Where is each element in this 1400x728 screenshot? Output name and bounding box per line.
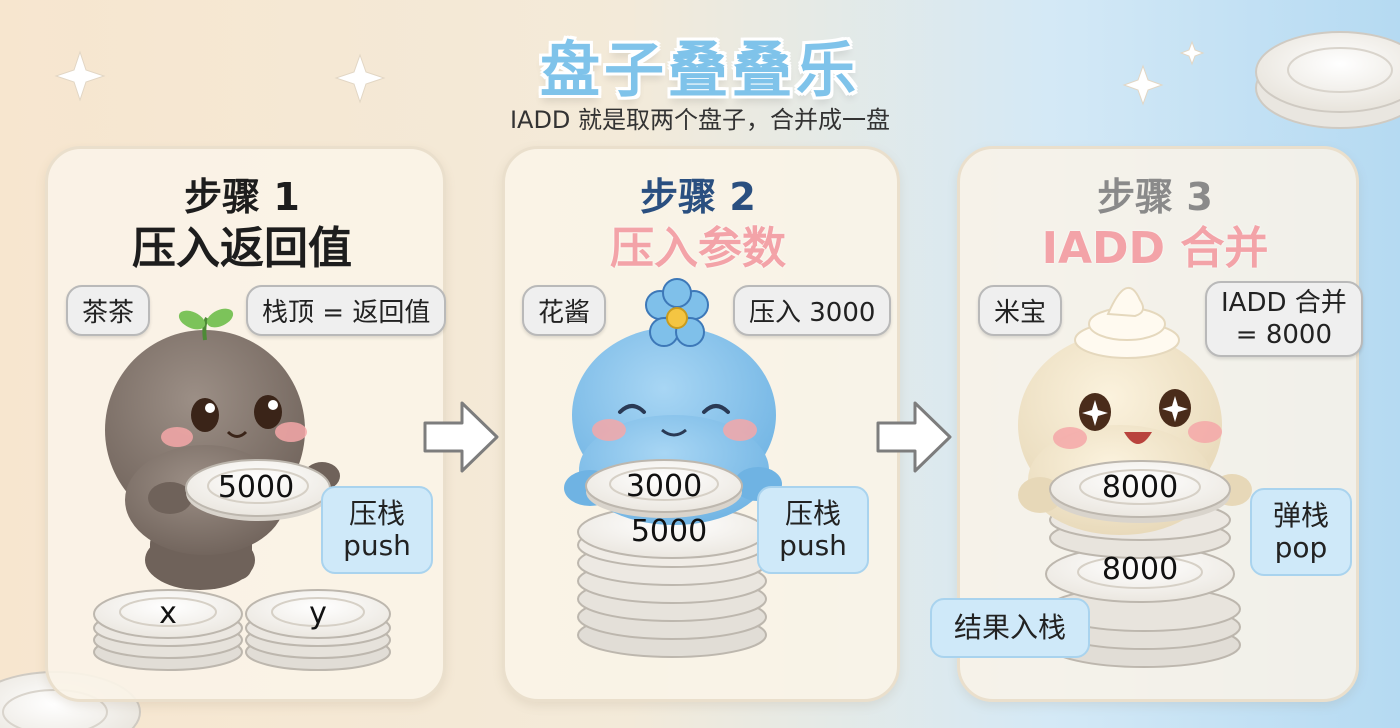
plate-value-5000-step-2: 5000 bbox=[630, 514, 708, 549]
page-title: 盘子叠叠乐 bbox=[540, 36, 860, 106]
speech-bubble-step-3: IADD 合并 = 8000 bbox=[1205, 281, 1363, 357]
plate-stack-y bbox=[245, 589, 391, 671]
plate-label-y: y bbox=[309, 596, 327, 631]
action-pop-label-en: pop bbox=[1274, 531, 1328, 564]
step-1-label: 步骤 1 bbox=[184, 175, 300, 219]
speech-bubble-step-3-line1: IADD 合并 bbox=[1221, 288, 1347, 318]
sparkle-icon bbox=[54, 40, 1205, 106]
plate-value-8000-second: 8000 bbox=[1101, 552, 1179, 587]
plate-label-x: x bbox=[159, 596, 177, 631]
action-push-label-en: push bbox=[343, 529, 411, 562]
action-push-label-cn: 压栈 bbox=[348, 497, 405, 530]
plate-icon bbox=[185, 459, 331, 521]
plate-value-5000-step-1: 5000 bbox=[217, 470, 295, 505]
sprout-icon bbox=[178, 308, 234, 341]
plate-value-3000: 3000 bbox=[625, 469, 703, 504]
character-name-mibao: 米宝 bbox=[978, 285, 1063, 336]
character-name-huajiang: 花酱 bbox=[522, 285, 607, 336]
action-box-push-step-1: 压栈 push bbox=[321, 486, 433, 574]
action-push-label-en: push bbox=[779, 529, 847, 562]
plate-icon bbox=[585, 459, 743, 518]
step-3-label: 步骤 3 bbox=[1097, 175, 1213, 219]
cream-icon bbox=[1074, 286, 1180, 359]
plate-value-8000-top: 8000 bbox=[1101, 470, 1179, 505]
character-name-chacha: 茶茶 bbox=[66, 285, 151, 336]
action-box-pop-step-3: 弹栈 pop bbox=[1250, 488, 1352, 576]
page-subtitle: IADD 就是取两个盘子，合并成一盘 bbox=[509, 106, 891, 134]
action-box-push-step-2: 压栈 push bbox=[757, 486, 869, 574]
step-3-name: IADD 合并 bbox=[1041, 223, 1269, 274]
speech-bubble-step-1: 栈顶 = 返回值 bbox=[246, 285, 447, 336]
plate-stack-x bbox=[93, 589, 243, 671]
speech-bubble-step-2: 压入 3000 bbox=[733, 285, 892, 336]
step-2-name: 压入参数 bbox=[610, 223, 786, 274]
arrow-right-icon bbox=[423, 401, 952, 473]
step-1-name: 压入返回值 bbox=[132, 223, 352, 274]
action-push-label-cn: 压栈 bbox=[784, 497, 841, 530]
speech-bubble-step-3-line2: = 8000 bbox=[1235, 320, 1332, 350]
flower-icon bbox=[645, 278, 709, 347]
action-pop-label-cn: 弹栈 bbox=[1272, 499, 1329, 532]
plate-icon bbox=[1049, 460, 1231, 523]
step-2-label: 步骤 2 bbox=[640, 175, 756, 219]
result-push-label: 结果入栈 bbox=[930, 598, 1090, 658]
character-chacha bbox=[105, 308, 340, 590]
